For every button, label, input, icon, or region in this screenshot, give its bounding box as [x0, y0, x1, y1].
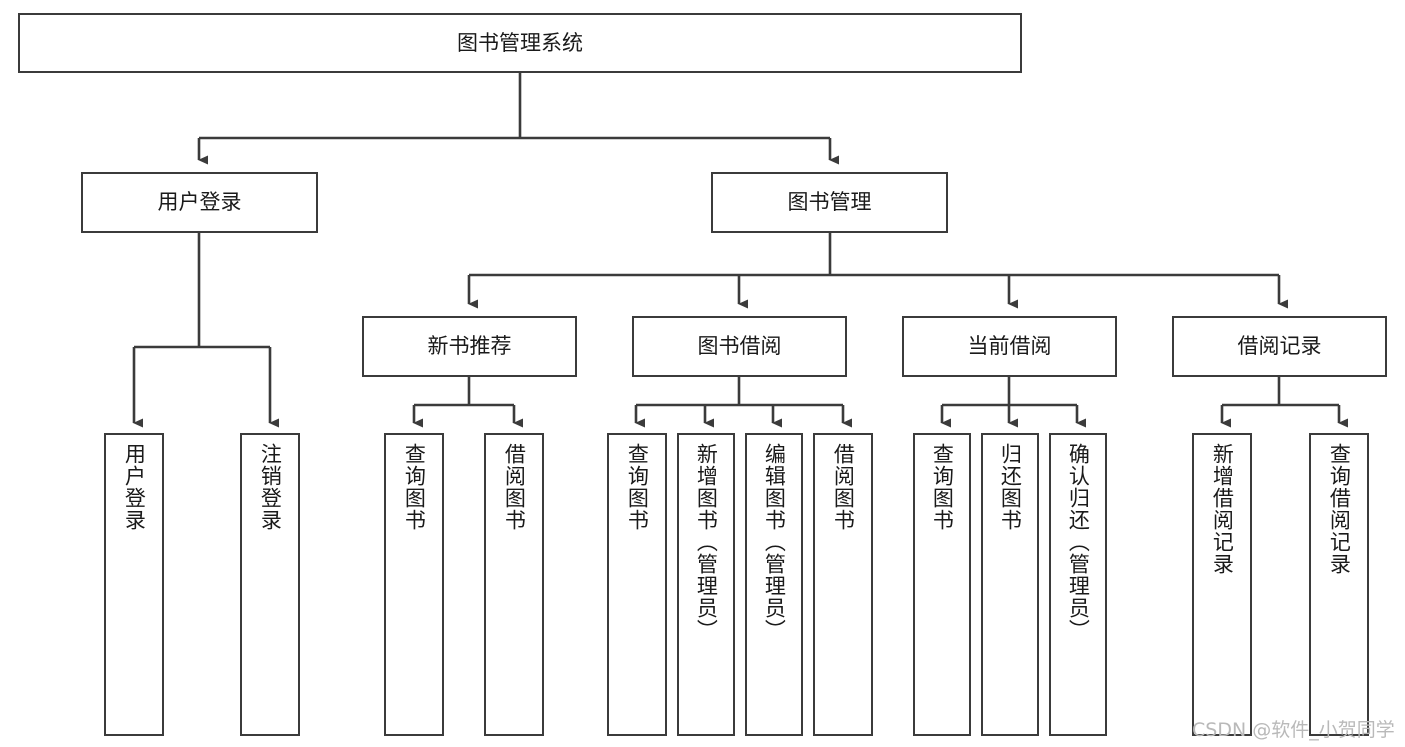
leaf-query-record-label: 查询借阅记录 — [1327, 443, 1352, 575]
leaf-add-record[interactable]: 新增借阅记录 — [1192, 433, 1252, 736]
leaf-add-book[interactable]: 新增图书（管理员） — [677, 433, 735, 736]
leaf-borrow-book-1-label: 借阅图书 — [502, 443, 527, 531]
node-book-borrow[interactable]: 图书借阅 — [632, 316, 847, 377]
leaf-query-book-2-label: 查询图书 — [625, 443, 650, 531]
node-current-borrow[interactable]: 当前借阅 — [902, 316, 1117, 377]
node-new-book-recommend[interactable]: 新书推荐 — [362, 316, 577, 377]
node-new-book-recommend-label: 新书推荐 — [427, 334, 512, 359]
node-book-borrow-label: 图书借阅 — [697, 334, 782, 359]
node-borrow-record-label: 借阅记录 — [1237, 334, 1322, 359]
leaf-query-book-3-label: 查询图书 — [930, 443, 955, 531]
leaf-user-login-label: 用户登录 — [122, 443, 147, 531]
leaf-confirm-return[interactable]: 确认归还（管理员） — [1049, 433, 1107, 736]
leaf-logout[interactable]: 注销登录 — [240, 433, 300, 736]
leaf-edit-book-label: 编辑图书（管理员） — [762, 443, 787, 641]
leaf-return-book[interactable]: 归还图书 — [981, 433, 1039, 736]
node-book-manage[interactable]: 图书管理 — [711, 172, 948, 233]
leaf-borrow-book-1[interactable]: 借阅图书 — [484, 433, 544, 736]
leaf-confirm-return-label: 确认归还（管理员） — [1066, 443, 1091, 641]
leaf-add-record-label: 新增借阅记录 — [1210, 443, 1235, 575]
node-user-login[interactable]: 用户登录 — [81, 172, 318, 233]
leaf-logout-label: 注销登录 — [258, 443, 283, 531]
leaf-borrow-book-2-label: 借阅图书 — [831, 443, 856, 531]
node-borrow-record[interactable]: 借阅记录 — [1172, 316, 1387, 377]
node-current-borrow-label: 当前借阅 — [967, 334, 1052, 359]
leaf-query-book-1[interactable]: 查询图书 — [384, 433, 444, 736]
leaf-query-book-3[interactable]: 查询图书 — [913, 433, 971, 736]
node-user-login-label: 用户登录 — [157, 190, 242, 215]
leaf-query-record[interactable]: 查询借阅记录 — [1309, 433, 1369, 736]
leaf-borrow-book-2[interactable]: 借阅图书 — [813, 433, 873, 736]
leaf-edit-book[interactable]: 编辑图书（管理员） — [745, 433, 803, 736]
node-root[interactable]: 图书管理系统 — [18, 13, 1022, 73]
leaf-user-login[interactable]: 用户登录 — [104, 433, 164, 736]
node-book-manage-label: 图书管理 — [787, 190, 872, 215]
leaf-return-book-label: 归还图书 — [998, 443, 1023, 531]
node-root-label: 图书管理系统 — [457, 30, 583, 55]
leaf-query-book-2[interactable]: 查询图书 — [607, 433, 667, 736]
leaf-query-book-1-label: 查询图书 — [402, 443, 427, 531]
leaf-add-book-label: 新增图书（管理员） — [694, 443, 719, 641]
